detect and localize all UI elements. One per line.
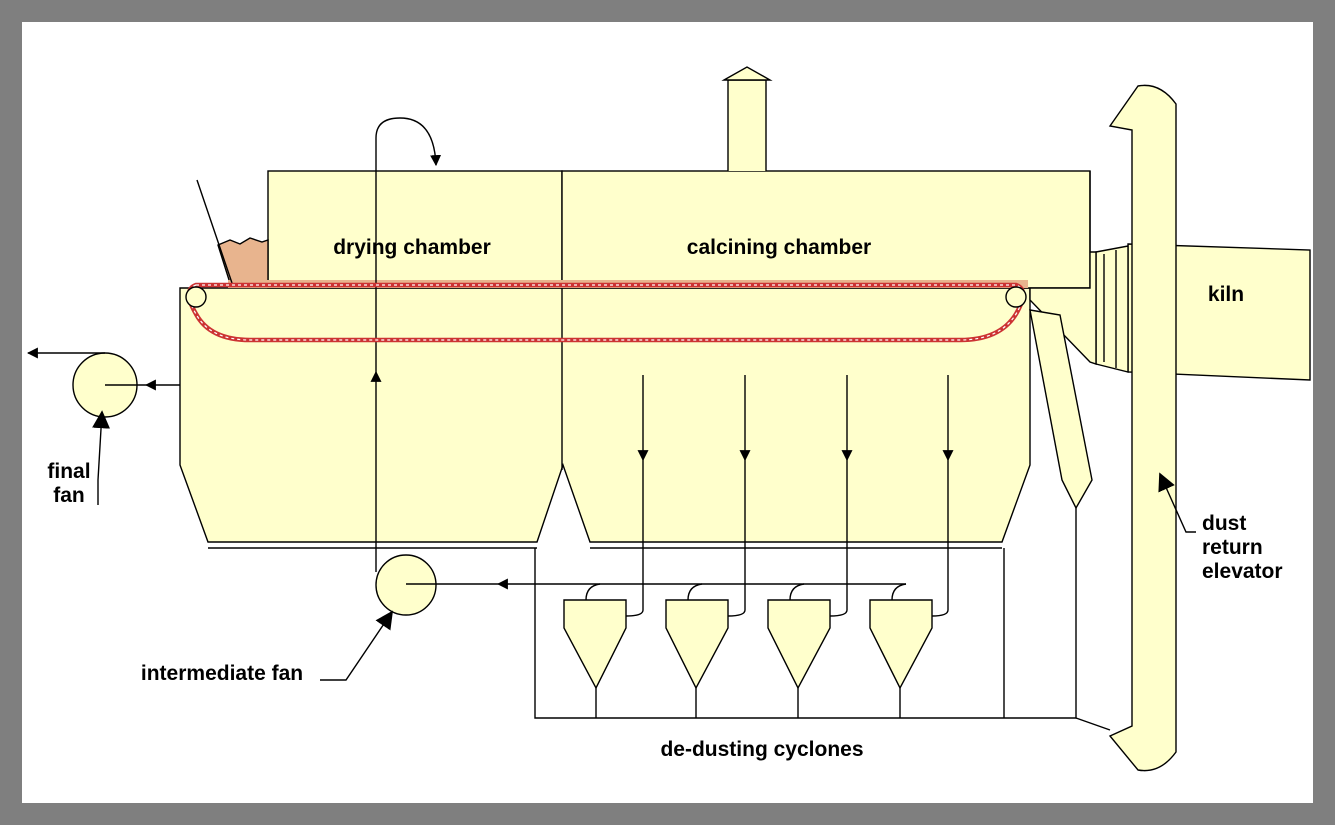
- dust-collection-line: [534, 508, 1077, 719]
- calcining-chamber-hood: [561, 170, 1091, 289]
- dust-return-leader: [1158, 472, 1196, 533]
- label-kiln: kiln: [1208, 283, 1244, 306]
- label-cyclones: de-dusting cyclones: [660, 738, 863, 761]
- label-calcining-chamber: calcining chamber: [687, 236, 871, 259]
- cyclone-2: [665, 599, 729, 690]
- label-dust-return-1: dust: [1202, 512, 1246, 535]
- travelling-grate: [185, 282, 1027, 343]
- exhaust-stack: [727, 79, 767, 171]
- grate-sprocket-left: [185, 286, 207, 308]
- drying-chamber-hood: [267, 170, 563, 289]
- cyclone-4: [869, 599, 933, 690]
- cyclone-1: [563, 599, 627, 690]
- label-drying-chamber: drying chamber: [333, 236, 491, 259]
- label-intermediate-fan: intermediate fan: [141, 662, 303, 685]
- cyclone-3: [767, 599, 831, 690]
- intermediate-fan: [375, 554, 437, 616]
- grate-sprocket-right: [1005, 286, 1027, 308]
- label-dust-return-2: return: [1202, 536, 1263, 559]
- label-final-fan-2: fan: [53, 484, 85, 507]
- label-final-fan-1: final: [47, 460, 90, 483]
- grate-housing: [179, 287, 1031, 543]
- feed-hopper-wall: [196, 179, 233, 284]
- dust-return-elevator: [1108, 84, 1177, 772]
- dust-chute: [1029, 309, 1093, 510]
- label-dust-return-3: elevator: [1202, 560, 1283, 583]
- intermediate-fan-leader: [320, 610, 394, 681]
- kiln-inlet-ring: [1095, 245, 1129, 373]
- stack-cap-icon: [721, 66, 773, 81]
- final-fan-leader: [92, 410, 111, 505]
